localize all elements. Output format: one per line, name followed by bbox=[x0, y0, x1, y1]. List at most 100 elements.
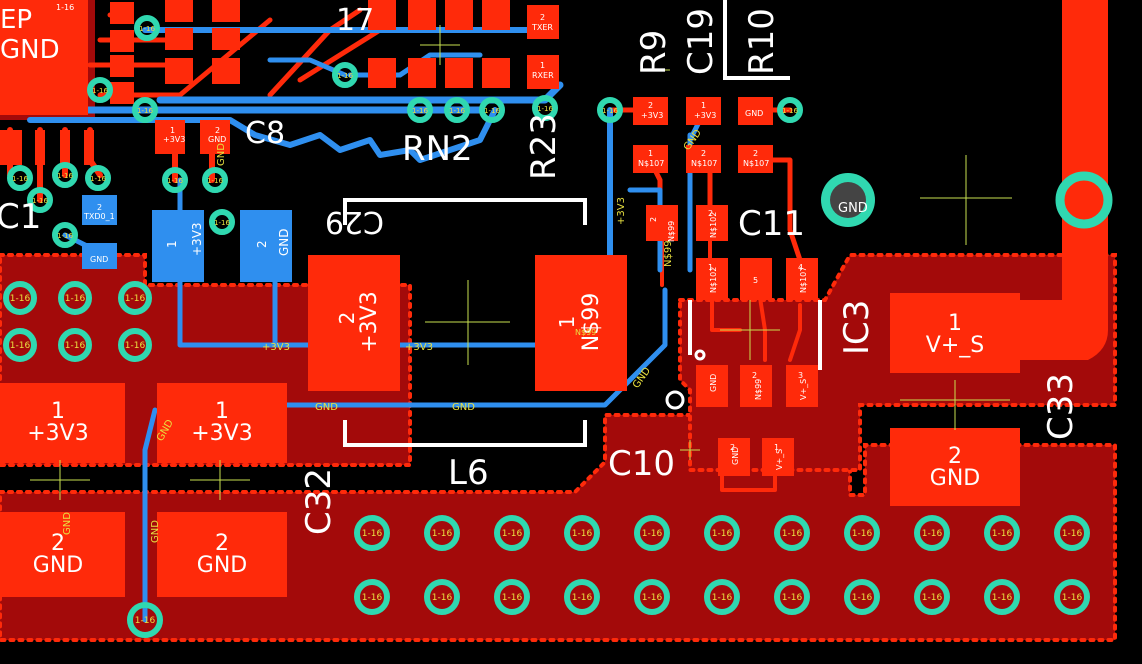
ic-p4-net: N$107 bbox=[799, 267, 808, 293]
l6-pad bbox=[535, 255, 627, 391]
label-c19: C19 bbox=[681, 8, 721, 75]
via-label: 1-16 bbox=[1062, 529, 1083, 539]
net-gnd-e: GND bbox=[62, 512, 73, 535]
via bbox=[444, 97, 470, 123]
via bbox=[52, 222, 78, 248]
c8-pad-2 bbox=[200, 120, 230, 154]
txd-net: TXD0_1 bbox=[83, 212, 115, 221]
c10-2-num: 2 bbox=[730, 443, 735, 452]
via bbox=[424, 579, 460, 615]
ic-p4-num: 4 bbox=[798, 263, 803, 272]
c19-1-net: +3V3 bbox=[694, 111, 716, 120]
c8-2-num: 2 bbox=[215, 126, 220, 135]
via-label: 1-16 bbox=[782, 593, 803, 603]
via bbox=[564, 579, 600, 615]
via bbox=[3, 328, 37, 362]
via bbox=[532, 95, 558, 121]
via bbox=[127, 602, 163, 638]
via-label: 1-16 bbox=[449, 107, 465, 115]
via-label: 1-16 bbox=[992, 593, 1013, 603]
via bbox=[27, 187, 53, 213]
via-label: 1-16 bbox=[139, 25, 155, 33]
via bbox=[354, 515, 390, 551]
c32-1b-net: +3V3 bbox=[191, 421, 252, 446]
b3v3-num: 1 bbox=[165, 240, 179, 248]
label-r23: R23 bbox=[524, 113, 564, 180]
vias bbox=[3, 15, 1090, 638]
via-label: 1-16 bbox=[537, 105, 553, 113]
bottom-pad-labels: 1 +3V3 2 GND bbox=[165, 222, 291, 256]
c10-2-net: GND bbox=[731, 447, 740, 465]
via-label: 1-16 bbox=[502, 529, 523, 539]
cap-a-num: 2 bbox=[649, 217, 658, 222]
rxer-net: RXER bbox=[532, 71, 554, 80]
l6-pad-num: 1 bbox=[555, 316, 579, 329]
label-c1: C1 bbox=[0, 197, 41, 237]
c32-2b-num: 2 bbox=[215, 531, 229, 556]
c32-1a-num: 1 bbox=[51, 399, 65, 424]
via-label: 1-16 bbox=[125, 294, 146, 304]
cap-b-num: 2 bbox=[708, 209, 713, 218]
via-label: 1-16 bbox=[57, 172, 73, 180]
via bbox=[777, 97, 803, 123]
via-label: 1-16 bbox=[1062, 593, 1083, 603]
via bbox=[7, 165, 33, 191]
via-label: 1-16 bbox=[214, 219, 230, 227]
via-label: 1-16 bbox=[712, 593, 733, 603]
c29-pad bbox=[308, 255, 400, 391]
via bbox=[984, 515, 1020, 551]
via bbox=[984, 579, 1020, 615]
via bbox=[118, 281, 152, 315]
ic-p5-num: 5 bbox=[753, 276, 758, 285]
label-17: 17 bbox=[336, 3, 374, 38]
via-label: 1-16 bbox=[602, 107, 618, 115]
txer-num: 2 bbox=[540, 13, 545, 22]
cap-b-net: N$102 bbox=[709, 212, 718, 238]
label-c11: C11 bbox=[738, 204, 805, 244]
via-label: 1-16 bbox=[57, 232, 73, 240]
ic-pin-label: 1-16 bbox=[56, 3, 74, 12]
via-label: 1-16 bbox=[125, 341, 146, 351]
ic-body-pad bbox=[0, 0, 88, 115]
via bbox=[634, 515, 670, 551]
silk-arc bbox=[665, 349, 706, 410]
c33-2-num: 2 bbox=[948, 444, 962, 469]
via bbox=[914, 579, 950, 615]
via bbox=[85, 165, 111, 191]
via-label: 1-16 bbox=[65, 294, 86, 304]
r10-2-net: N$107 bbox=[743, 159, 769, 168]
rxer-pad bbox=[527, 55, 559, 89]
via-label: 1-16 bbox=[137, 107, 153, 115]
r10-gnd-net: GND bbox=[745, 109, 763, 118]
via-label: 1-16 bbox=[135, 616, 156, 626]
ic-p3-num: 3 bbox=[798, 371, 803, 380]
c32-2b-net: GND bbox=[197, 553, 247, 578]
via bbox=[494, 579, 530, 615]
via-label: 1-16 bbox=[782, 107, 798, 115]
via-label: 1-16 bbox=[90, 175, 106, 183]
via-label: 1-16 bbox=[432, 529, 453, 539]
c32-1a-net: +3V3 bbox=[27, 421, 88, 446]
label-rn2: RN2 bbox=[402, 129, 473, 169]
via bbox=[844, 579, 880, 615]
c8-1-num: 1 bbox=[170, 126, 175, 135]
via-label: 1-16 bbox=[10, 341, 31, 351]
via bbox=[634, 579, 670, 615]
via bbox=[564, 515, 600, 551]
via bbox=[914, 515, 950, 551]
r9-2-net: +3V3 bbox=[641, 111, 663, 120]
crosshairs bbox=[30, 25, 1012, 500]
net-3v3-a: +3V3 bbox=[262, 342, 290, 353]
via bbox=[209, 209, 235, 235]
via bbox=[407, 97, 433, 123]
label-c33: C33 bbox=[1041, 373, 1081, 440]
c32-2a-net: GND bbox=[33, 553, 83, 578]
via-label: 1-16 bbox=[337, 72, 353, 80]
via-label: 1-16 bbox=[922, 529, 943, 539]
via bbox=[118, 328, 152, 362]
txd-num: 2 bbox=[97, 203, 102, 212]
via bbox=[162, 167, 188, 193]
via-label: 1-16 bbox=[12, 175, 28, 183]
